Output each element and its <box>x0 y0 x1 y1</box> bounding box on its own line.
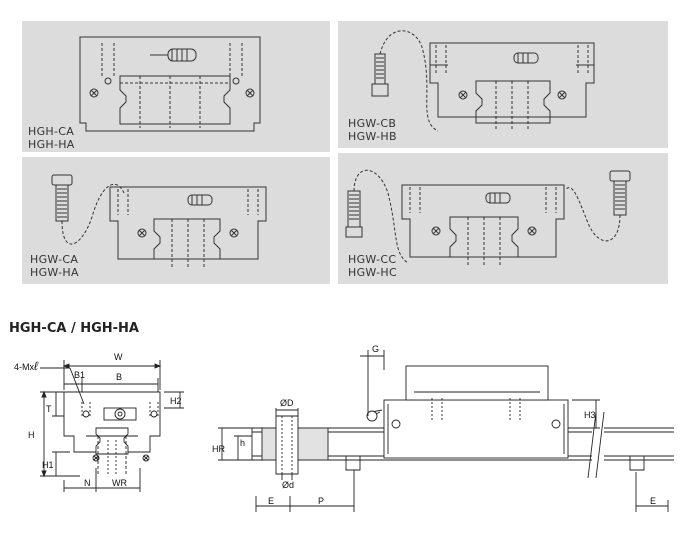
model-code: HGW-CC <box>348 253 397 266</box>
panel-hgw-ca: HGW-CA HGW-HA <box>22 157 330 284</box>
model-code: HGW-HB <box>348 130 397 143</box>
block-drawing-hgw-cb <box>371 30 595 132</box>
panel-label: HGW-CC HGW-HC <box>348 253 397 279</box>
dim-label-e-left: E <box>268 496 274 506</box>
dim-label-t: T <box>46 404 52 414</box>
dim-label-h2: H2 <box>170 396 182 406</box>
dim-label-h-small: h <box>240 438 245 448</box>
dim-label-mount: 4-Mxℓ <box>14 359 39 373</box>
panel-hgw-cc: HGW-CC HGW-HC <box>338 153 668 284</box>
model-code: HGW-HC <box>348 266 397 279</box>
model-code: HGW-CA <box>30 253 79 266</box>
model-code: HGW-CB <box>348 117 397 130</box>
model-code: HGW-HA <box>30 266 79 279</box>
dim-label-d: ØD <box>280 398 294 408</box>
block-drawing-hgw-cc <box>345 169 631 267</box>
dim-label-h: H <box>28 430 35 440</box>
block-drawing-hgh-ca <box>79 36 261 132</box>
panel-hgh-ca: HGH-CA HGH-HA <box>22 21 330 152</box>
model-code: HGH-HA <box>28 138 75 151</box>
dim-label-wr: WR <box>112 478 127 488</box>
dim-label-hr: HR <box>212 444 225 454</box>
dim-label-g: G <box>372 344 379 354</box>
block-drawing-hgw-ca <box>51 174 267 269</box>
dim-label-h3: H3 <box>584 410 596 420</box>
section-title: HGH-CA / HGH-HA <box>9 321 139 336</box>
dim-label-n: N <box>84 478 91 488</box>
dim-label-b1: B1 <box>74 370 85 380</box>
dim-label-b: B <box>116 372 122 382</box>
dim-label-h1: H1 <box>42 460 54 470</box>
dim-label-small-d: Ød <box>282 480 294 490</box>
end-view-block <box>63 391 161 453</box>
panel-label: HGW-CB HGW-HB <box>348 117 397 143</box>
dim-label-p: P <box>318 496 324 506</box>
panel-label: HGW-CA HGW-HA <box>30 253 79 279</box>
model-code: HGH-CA <box>28 125 75 138</box>
panel-hgw-cb: HGW-CB HGW-HB <box>338 21 668 148</box>
panel-label: HGH-CA HGH-HA <box>28 125 75 151</box>
dim-label-e-right: E <box>650 496 656 506</box>
dimension-drawing: W B B1 4-Mxℓ H T H1 H2 N WR G ØD Ød HR h… <box>14 344 674 512</box>
dim-label-w: W <box>114 352 123 362</box>
